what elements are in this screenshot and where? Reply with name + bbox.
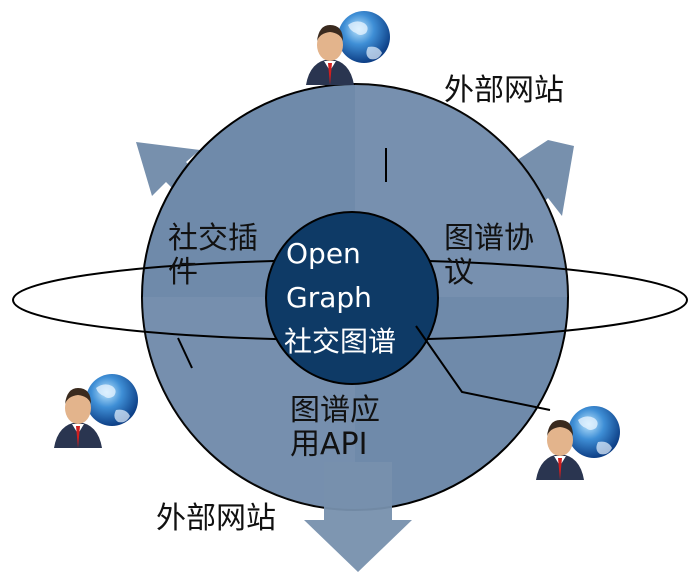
segment-social-plugin-line2: 件 [168,255,198,290]
segment-graph-protocol-line1: 图谱协 [444,221,534,256]
center-label-open: Open [286,237,361,270]
segment-graph-api-line1: 图谱应 [290,393,380,428]
user-globe-icon [54,374,138,448]
divider-tick-left [177,337,193,369]
center-label-social-graph: 社交图谱 [284,325,397,358]
external-site-label-bottom: 外部网站 [156,501,276,536]
segment-graph-api-line2: 用API [290,427,368,462]
external-site-label-top: 外部网站 [444,73,564,108]
connector-line [415,325,551,411]
segment-graph-protocol-line2: 议 [444,255,474,290]
center-label-graph: Graph [286,281,372,314]
inner-circle [265,211,439,385]
user-globe-icon [536,406,620,480]
arrow-bottom [304,462,412,572]
segment-social-plugin-line1: 社交插 [168,221,258,256]
user-globe-icon [306,11,390,85]
